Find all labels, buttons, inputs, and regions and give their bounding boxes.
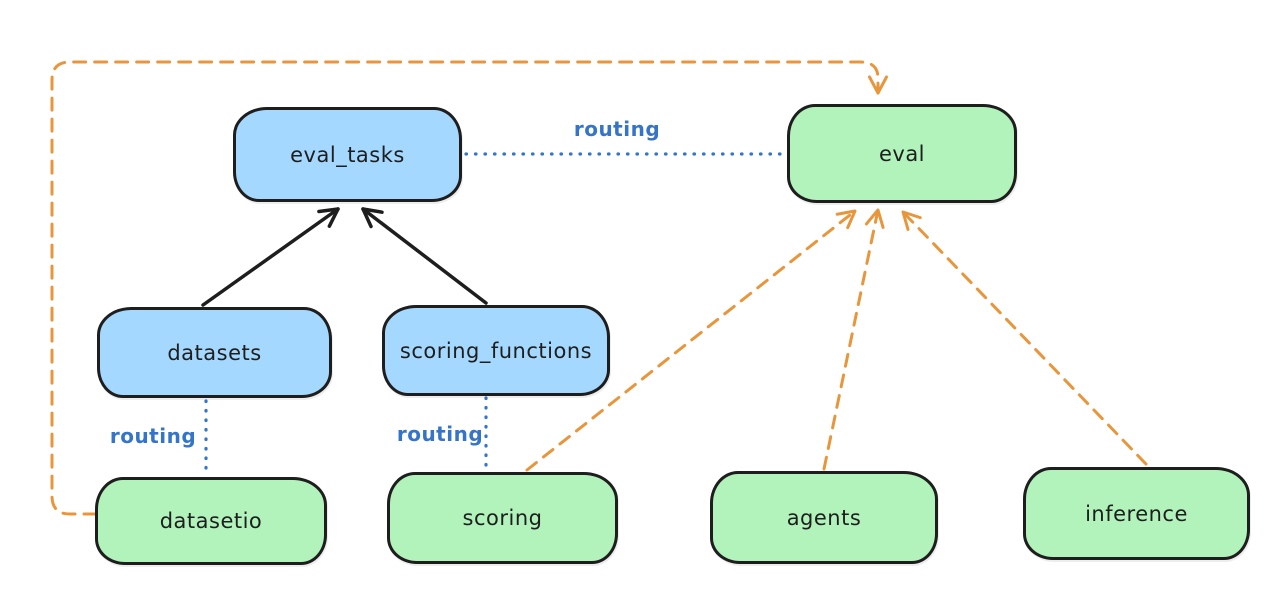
edge-label-routing-eval-tasks-eval: routing bbox=[573, 117, 661, 141]
node-datasetio: datasetio bbox=[95, 477, 327, 565]
node-label: datasets bbox=[167, 340, 262, 365]
node-scoring: scoring bbox=[387, 472, 618, 564]
node-datasets: datasets bbox=[97, 307, 332, 398]
node-inference: inference bbox=[1023, 467, 1250, 560]
edge-datasetio-to-eval bbox=[50, 60, 888, 516]
node-scoring-functions: scoring_functions bbox=[382, 305, 610, 396]
node-label: datasetio bbox=[159, 509, 263, 533]
edge-agents-to-eval bbox=[822, 208, 885, 471]
node-label: inference bbox=[1085, 501, 1188, 526]
node-eval: eval bbox=[787, 104, 1017, 203]
node-label: eval bbox=[878, 141, 926, 166]
node-agents: agents bbox=[710, 471, 938, 564]
node-label: eval_tasks bbox=[290, 142, 405, 167]
node-label: scoring bbox=[462, 506, 543, 530]
edge-scoring-to-eval bbox=[525, 209, 857, 472]
node-label: scoring_functions bbox=[399, 338, 593, 363]
edge-scoring-functions-to-eval-tasks bbox=[361, 207, 488, 305]
edge-label-routing-scoring-functions-scoring: routing bbox=[396, 422, 484, 446]
node-label: agents bbox=[786, 505, 862, 530]
edge-datasets-to-eval-tasks bbox=[201, 207, 340, 307]
edge-inference-to-eval bbox=[901, 210, 1148, 466]
node-eval-tasks: eval_tasks bbox=[233, 107, 462, 202]
edge-label-routing-datasets-datasetio: routing bbox=[109, 424, 197, 448]
